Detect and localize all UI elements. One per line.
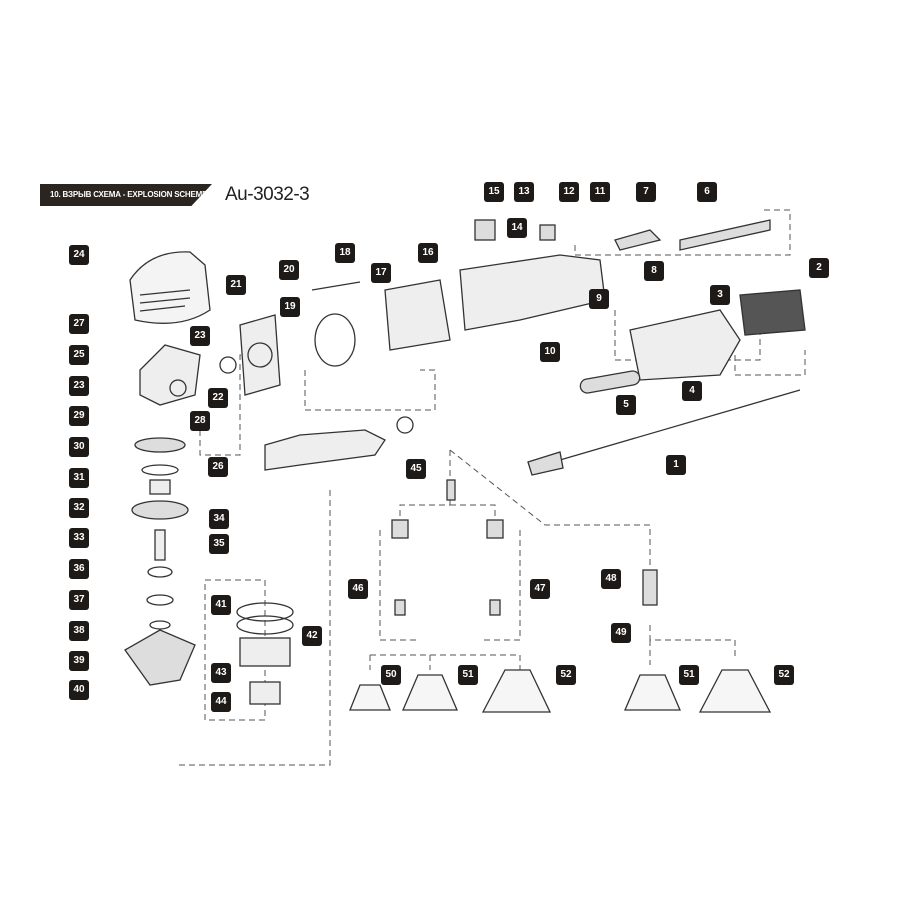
part-label: 39: [69, 651, 89, 671]
part-label: 33: [69, 528, 89, 548]
part-label: 8: [644, 261, 664, 281]
part-label: 51: [679, 665, 699, 685]
part-label: 1: [666, 455, 686, 475]
part-label: 52: [556, 665, 576, 685]
part-label: 15: [484, 182, 504, 202]
part-label: 48: [601, 569, 621, 589]
part-label: 47: [530, 579, 550, 599]
part-label: 20: [279, 260, 299, 280]
part-label: 51: [458, 665, 478, 685]
part-label: 36: [69, 559, 89, 579]
part-label: 42: [302, 626, 322, 646]
section-title: 10. ВЗРЫВ СХЕМА - EXPLOSION SCHEME: [40, 184, 212, 206]
part-label: 40: [69, 680, 89, 700]
part-label: 38: [69, 621, 89, 641]
part-label: 11: [590, 182, 610, 202]
part-label: 18: [335, 243, 355, 263]
part-label: 4: [682, 381, 702, 401]
part-label: 12: [559, 182, 579, 202]
part-label: 21: [226, 275, 246, 295]
part-label: 49: [611, 623, 631, 643]
part-label: 6: [697, 182, 717, 202]
part-label: 30: [69, 437, 89, 457]
part-label: 41: [211, 595, 231, 615]
part-label: 23: [69, 376, 89, 396]
part-label: 46: [348, 579, 368, 599]
part-label: 37: [69, 590, 89, 610]
part-label: 16: [418, 243, 438, 263]
part-label: 10: [540, 342, 560, 362]
part-label: 28: [190, 411, 210, 431]
part-label: 19: [280, 297, 300, 317]
part-label: 14: [507, 218, 527, 238]
part-label: 22: [208, 388, 228, 408]
part-label: 2: [809, 258, 829, 278]
part-label: 23: [190, 326, 210, 346]
part-label: 24: [69, 245, 89, 265]
part-label: 44: [211, 692, 231, 712]
part-label: 34: [209, 509, 229, 529]
part-label: 32: [69, 498, 89, 518]
part-label: 25: [69, 345, 89, 365]
part-label: 35: [209, 534, 229, 554]
model-number: Au-3032-3: [225, 184, 310, 205]
part-label: 45: [406, 459, 426, 479]
part-label: 52: [774, 665, 794, 685]
part-label: 29: [69, 406, 89, 426]
part-label: 27: [69, 314, 89, 334]
part-label: 43: [211, 663, 231, 683]
part-label: 7: [636, 182, 656, 202]
part-label: 31: [69, 468, 89, 488]
part-label: 50: [381, 665, 401, 685]
part-label: 9: [589, 289, 609, 309]
part-label: 13: [514, 182, 534, 202]
part-label: 17: [371, 263, 391, 283]
part-label: 3: [710, 285, 730, 305]
part-label: 5: [616, 395, 636, 415]
part-label: 26: [208, 457, 228, 477]
